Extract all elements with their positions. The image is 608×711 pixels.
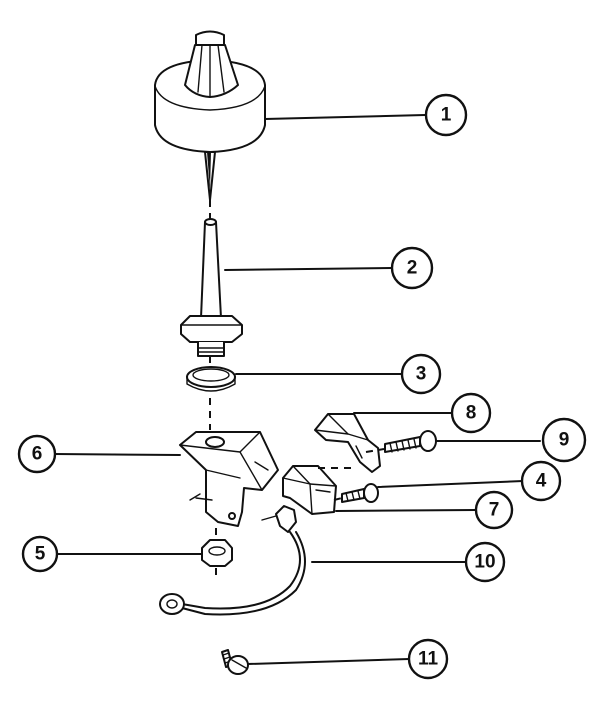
part-nut	[201, 528, 233, 580]
callout-6: 6	[17, 434, 57, 474]
part-switch-body	[282, 465, 356, 515]
part-knob	[154, 30, 266, 201]
callout-11-label: 11	[418, 649, 439, 670]
callout-4: 4	[520, 460, 562, 502]
part-screw-short	[333, 483, 379, 503]
callout-3-label: 3	[416, 364, 427, 385]
callout-5: 5	[21, 535, 59, 573]
callout-2-circle	[390, 246, 434, 290]
callout-8-label: 8	[466, 403, 477, 424]
callout-3: 3	[400, 353, 442, 395]
part-lever	[314, 413, 381, 473]
callout-1: 1	[424, 93, 468, 137]
callout-10-circle	[464, 541, 506, 583]
callout-7: 7	[474, 490, 514, 530]
part-ring	[186, 356, 236, 430]
callout-8: 8	[450, 392, 492, 434]
callout-9: 9	[541, 417, 587, 463]
callout-10-label: 10	[474, 552, 495, 573]
callout-11: 11	[407, 638, 449, 680]
part-screw-small	[221, 649, 249, 675]
part-shaft	[180, 200, 243, 357]
callout-7-label: 7	[489, 500, 500, 521]
callout-2: 2	[390, 246, 434, 290]
callout-6-label: 6	[32, 444, 43, 465]
callout-11-circle	[407, 638, 449, 680]
callout-3-circle	[400, 353, 442, 395]
part-bracket	[179, 431, 279, 527]
callout-4-label: 4	[536, 471, 547, 492]
callout-6-circle	[17, 434, 57, 474]
callout-10: 10	[464, 541, 506, 583]
callout-5-label: 5	[35, 544, 46, 565]
leader-lines	[53, 114, 541, 665]
part-screw-long	[365, 430, 437, 453]
callout-1-label: 1	[441, 105, 452, 126]
part-ground-wire	[159, 505, 306, 616]
callout-8-circle	[450, 392, 492, 434]
callout-2-label: 2	[407, 258, 418, 279]
callout-5-circle	[21, 535, 59, 573]
callout-7-circle	[474, 490, 514, 530]
callout-1-circle	[424, 93, 468, 137]
callout-9-label: 9	[559, 430, 570, 451]
callout-9-circle	[541, 417, 587, 463]
callout-4-circle	[520, 460, 562, 502]
